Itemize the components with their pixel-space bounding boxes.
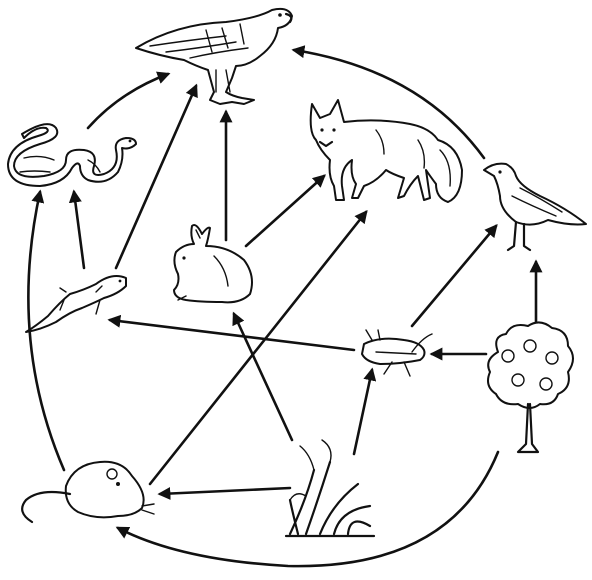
tree-icon [488, 322, 573, 452]
fox-icon [311, 100, 462, 202]
hawk-icon [136, 9, 292, 104]
arrow-tree-to-mouse [118, 452, 498, 566]
grass-icon [286, 440, 374, 536]
arrow-lizard-to-snake [74, 192, 84, 268]
arrow-snake-to-hawk [88, 74, 168, 128]
rabbit-icon [174, 225, 252, 302]
arrow-grasshopper-to-bird [412, 226, 496, 326]
mouse-icon [22, 462, 154, 522]
arrow-grass-to-grasshopper [354, 370, 372, 454]
arrow-grasshopper-to-lizard [110, 320, 354, 350]
lizard-icon [26, 276, 126, 332]
songbird-icon [484, 164, 586, 250]
arrow-lizard-to-hawk [116, 86, 196, 268]
arrow-grass-to-mouse [160, 488, 290, 494]
arrow-rabbit-to-fox [246, 176, 324, 246]
arrow-grass-to-rabbit [234, 314, 292, 440]
snake-icon [8, 124, 136, 186]
